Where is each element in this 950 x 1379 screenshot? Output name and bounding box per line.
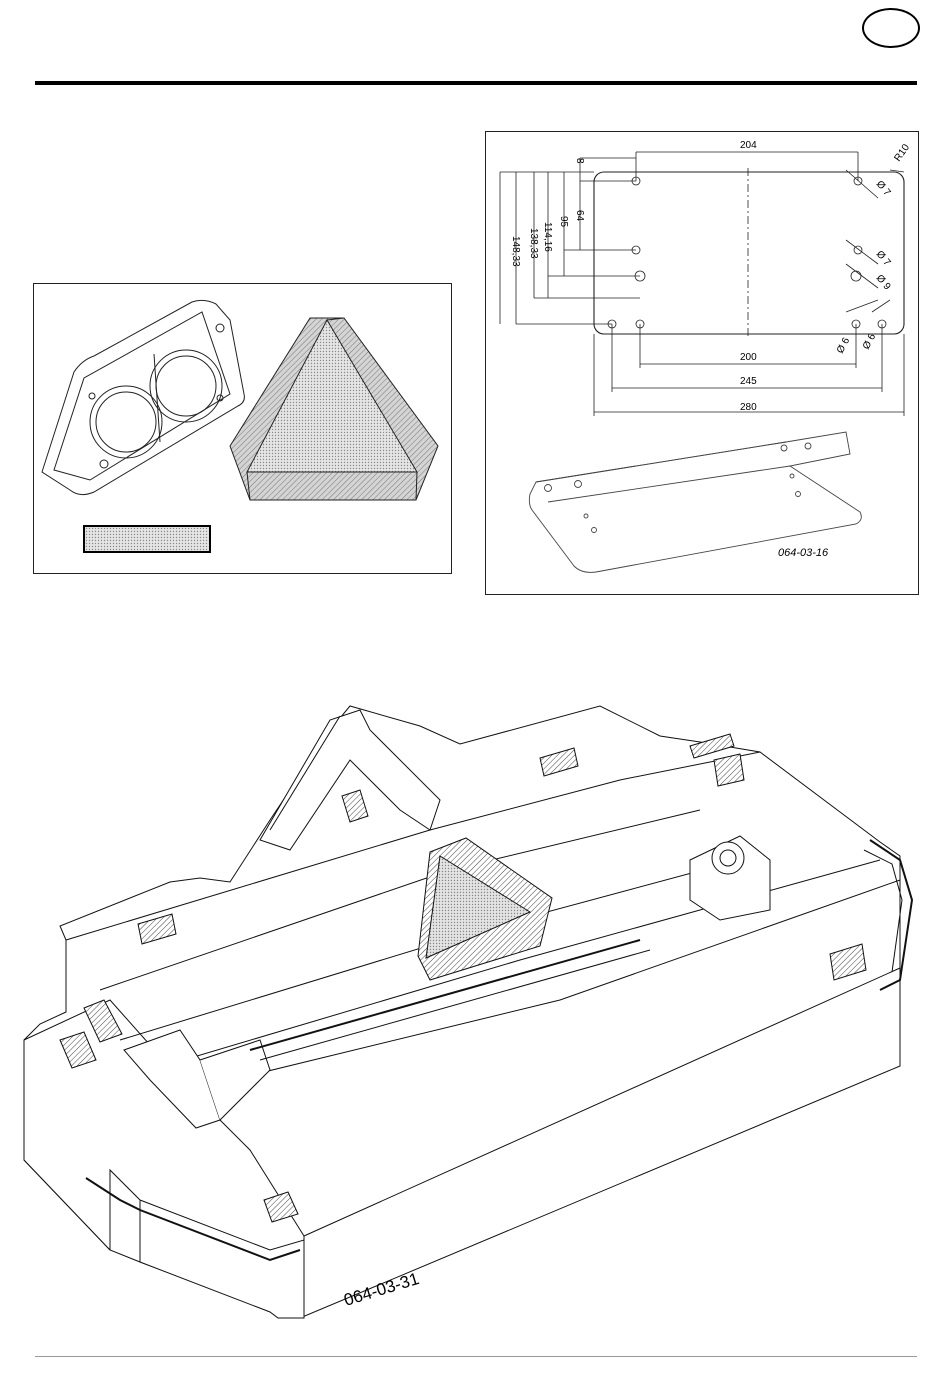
dim-8: 8	[574, 158, 585, 164]
figure-code-bracket: 064-03-16	[778, 547, 829, 559]
bracket-panel: 204 200 245 280 8 64 95 114,16 138,33 14…	[485, 131, 919, 595]
figure-code-machine: 064-03-31	[342, 1269, 422, 1310]
dim-hole-7-mid: Ø 7	[874, 249, 893, 269]
reflector-illustration	[34, 284, 451, 573]
dim-148: 148,33	[510, 236, 521, 267]
reflective-strip	[84, 526, 210, 552]
dim-radius: R10	[892, 142, 912, 164]
slow-moving-vehicle-sign	[230, 318, 438, 500]
dim-hole-6-right: Ø 6	[861, 332, 878, 352]
dim-hole-9: Ø 9	[874, 273, 893, 293]
hole	[851, 271, 861, 281]
dim-hole-6-left: Ø 6	[835, 336, 852, 356]
dim-114: 114,16	[542, 222, 553, 252]
header-rule	[35, 81, 917, 85]
dim-200: 200	[740, 352, 757, 363]
dim-204: 204	[740, 140, 757, 151]
footer-rule	[35, 1356, 917, 1357]
dim-64: 64	[574, 210, 585, 222]
plate-outline	[594, 172, 904, 334]
reflector-panel	[33, 283, 452, 574]
dim-280: 280	[740, 402, 757, 413]
dim-hole-7-top: Ø 7	[874, 179, 893, 199]
dim-245: 245	[740, 376, 757, 387]
dim-95: 95	[558, 216, 569, 228]
language-badge	[862, 8, 920, 48]
mower-deck-outline	[24, 706, 900, 1318]
bracket-dimension-drawing: 204 200 245 280 8 64 95 114,16 138,33 14…	[486, 132, 918, 594]
reflector-housing	[42, 300, 244, 494]
dim-138: 138,33	[528, 228, 539, 259]
